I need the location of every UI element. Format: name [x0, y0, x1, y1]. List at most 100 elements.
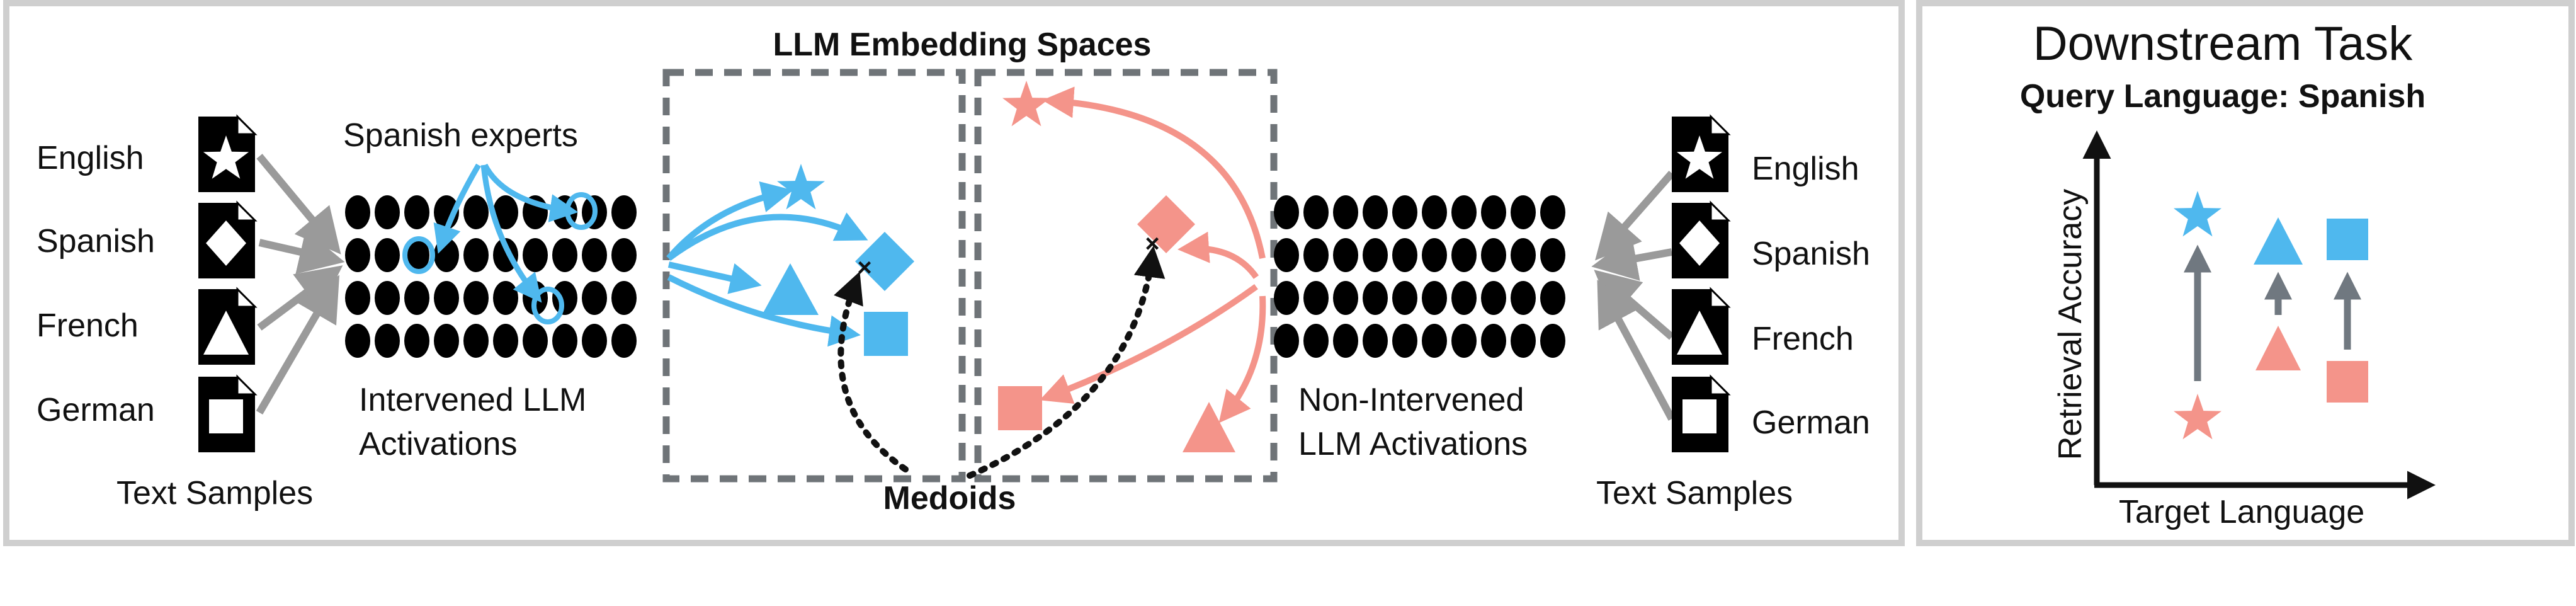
non-intervened-results [2174, 326, 2368, 440]
x-axis-label: Target Language [2119, 494, 2364, 530]
activation-dot [1333, 324, 1358, 358]
activation-dot [1363, 324, 1388, 358]
y-axis-label: Retrieval Accuracy [2052, 189, 2089, 460]
activation-dot [1511, 195, 1536, 229]
activation-dot [404, 238, 429, 272]
doc-diamond-icon [197, 202, 256, 280]
activation-dot [552, 238, 577, 272]
doc-square-icon [1671, 375, 1730, 454]
doc-square-icon [197, 375, 256, 454]
activation-dot [404, 324, 429, 358]
activation-dot [1392, 195, 1417, 229]
lang-label-right-spanish: Spanish [1752, 236, 1870, 272]
activation-dot [1333, 281, 1358, 315]
result-red-star-icon [2174, 394, 2221, 440]
activation-dot [1481, 238, 1506, 272]
intervened-embedding-box [662, 69, 966, 483]
non-intervened-activation-grid [1274, 195, 1565, 358]
downstream-task-title: Downstream Task [2033, 17, 2414, 71]
activation-dot [523, 324, 548, 358]
activation-dot [582, 281, 607, 315]
activation-dot [463, 195, 489, 229]
activation-dot [552, 324, 577, 358]
intervened-label-line2: Activations [359, 426, 517, 462]
activation-dot [375, 195, 400, 229]
activation-dot [1540, 238, 1565, 272]
lang-label-left-french: French [37, 307, 139, 344]
intervened-embedding-arrows [666, 181, 868, 347]
red-star-icon [1002, 81, 1050, 127]
activation-dot [1392, 324, 1417, 358]
blue-diamond-icon [855, 232, 914, 291]
activation-dot [1451, 324, 1477, 358]
result-red-square-icon [2327, 361, 2368, 403]
activation-dot [1481, 281, 1506, 315]
result-blue-square-icon [2327, 219, 2368, 260]
activation-dot [434, 281, 459, 315]
activation-dot [1274, 238, 1299, 272]
blue-triangle-icon [762, 263, 819, 315]
left-gray-arrows [256, 154, 345, 415]
activation-dot [434, 238, 459, 272]
activation-dot [1303, 324, 1329, 358]
non-intervened-label-line2: LLM Activations [1298, 426, 1528, 462]
blue-medoid-cross: × [857, 254, 871, 282]
activation-dot [375, 238, 400, 272]
activation-dot [1481, 195, 1506, 229]
improvement-arrows [2184, 244, 2361, 381]
activation-dot [1540, 281, 1565, 315]
activation-dot [463, 281, 489, 315]
lang-label-right-english: English [1752, 151, 1859, 187]
doc-triangle-icon [197, 288, 256, 366]
activation-dot [1392, 238, 1417, 272]
left-document-icons [197, 115, 256, 454]
result-blue-triangle-icon [2254, 217, 2303, 265]
activation-dot [582, 238, 607, 272]
activation-dot [1540, 324, 1565, 358]
left-language-labels: English Spanish French German [37, 140, 155, 428]
intervened-embedding-points [762, 164, 914, 356]
doc-triangle-icon [1671, 288, 1730, 366]
activation-dot [1422, 281, 1447, 315]
activation-dot [1540, 195, 1565, 229]
activation-dot [1333, 238, 1358, 272]
activation-dot [1274, 324, 1299, 358]
activation-dot [404, 281, 429, 315]
spanish-expert-circles [402, 192, 598, 324]
activation-dot [611, 281, 637, 315]
right-panel-border [1916, 0, 2575, 546]
text-samples-right-label: Text Samples [1596, 475, 1793, 512]
blue-square-icon [864, 312, 908, 356]
activation-dot [1511, 238, 1536, 272]
right-gray-arrows [1591, 171, 1676, 421]
activation-dot [493, 281, 518, 315]
activation-dot [1422, 324, 1447, 358]
activation-dot [345, 238, 370, 272]
lang-label-left-spanish: Spanish [37, 223, 155, 260]
activation-dot [1333, 195, 1358, 229]
non-intervened-embedding-box [974, 69, 1278, 483]
right-language-labels: English Spanish French German [1752, 151, 1870, 441]
activation-dot [434, 324, 459, 358]
lang-label-left-english: English [37, 140, 144, 176]
activation-dot [1274, 281, 1299, 315]
activation-dot [463, 324, 489, 358]
non-intervened-embedding-arrows [1039, 86, 1266, 423]
red-square-icon [998, 386, 1042, 430]
activation-dot [1303, 238, 1329, 272]
activation-dot [611, 238, 637, 272]
red-medoid-cross: × [1145, 230, 1159, 258]
doc-star-icon [1671, 115, 1730, 193]
intervened-label-line1: Intervened LLM [359, 382, 586, 418]
activation-dot [1363, 281, 1388, 315]
non-intervened-label-line1: Non-Intervened [1298, 382, 1524, 418]
query-language-label: Query Language: Spanish [2020, 78, 2426, 115]
activation-dot [1511, 281, 1536, 315]
blue-star-icon [777, 164, 825, 210]
activation-dot [375, 324, 400, 358]
expert-circle [565, 192, 598, 230]
activation-dot [345, 281, 370, 315]
activation-dot [552, 281, 577, 315]
activation-dot [523, 238, 548, 272]
